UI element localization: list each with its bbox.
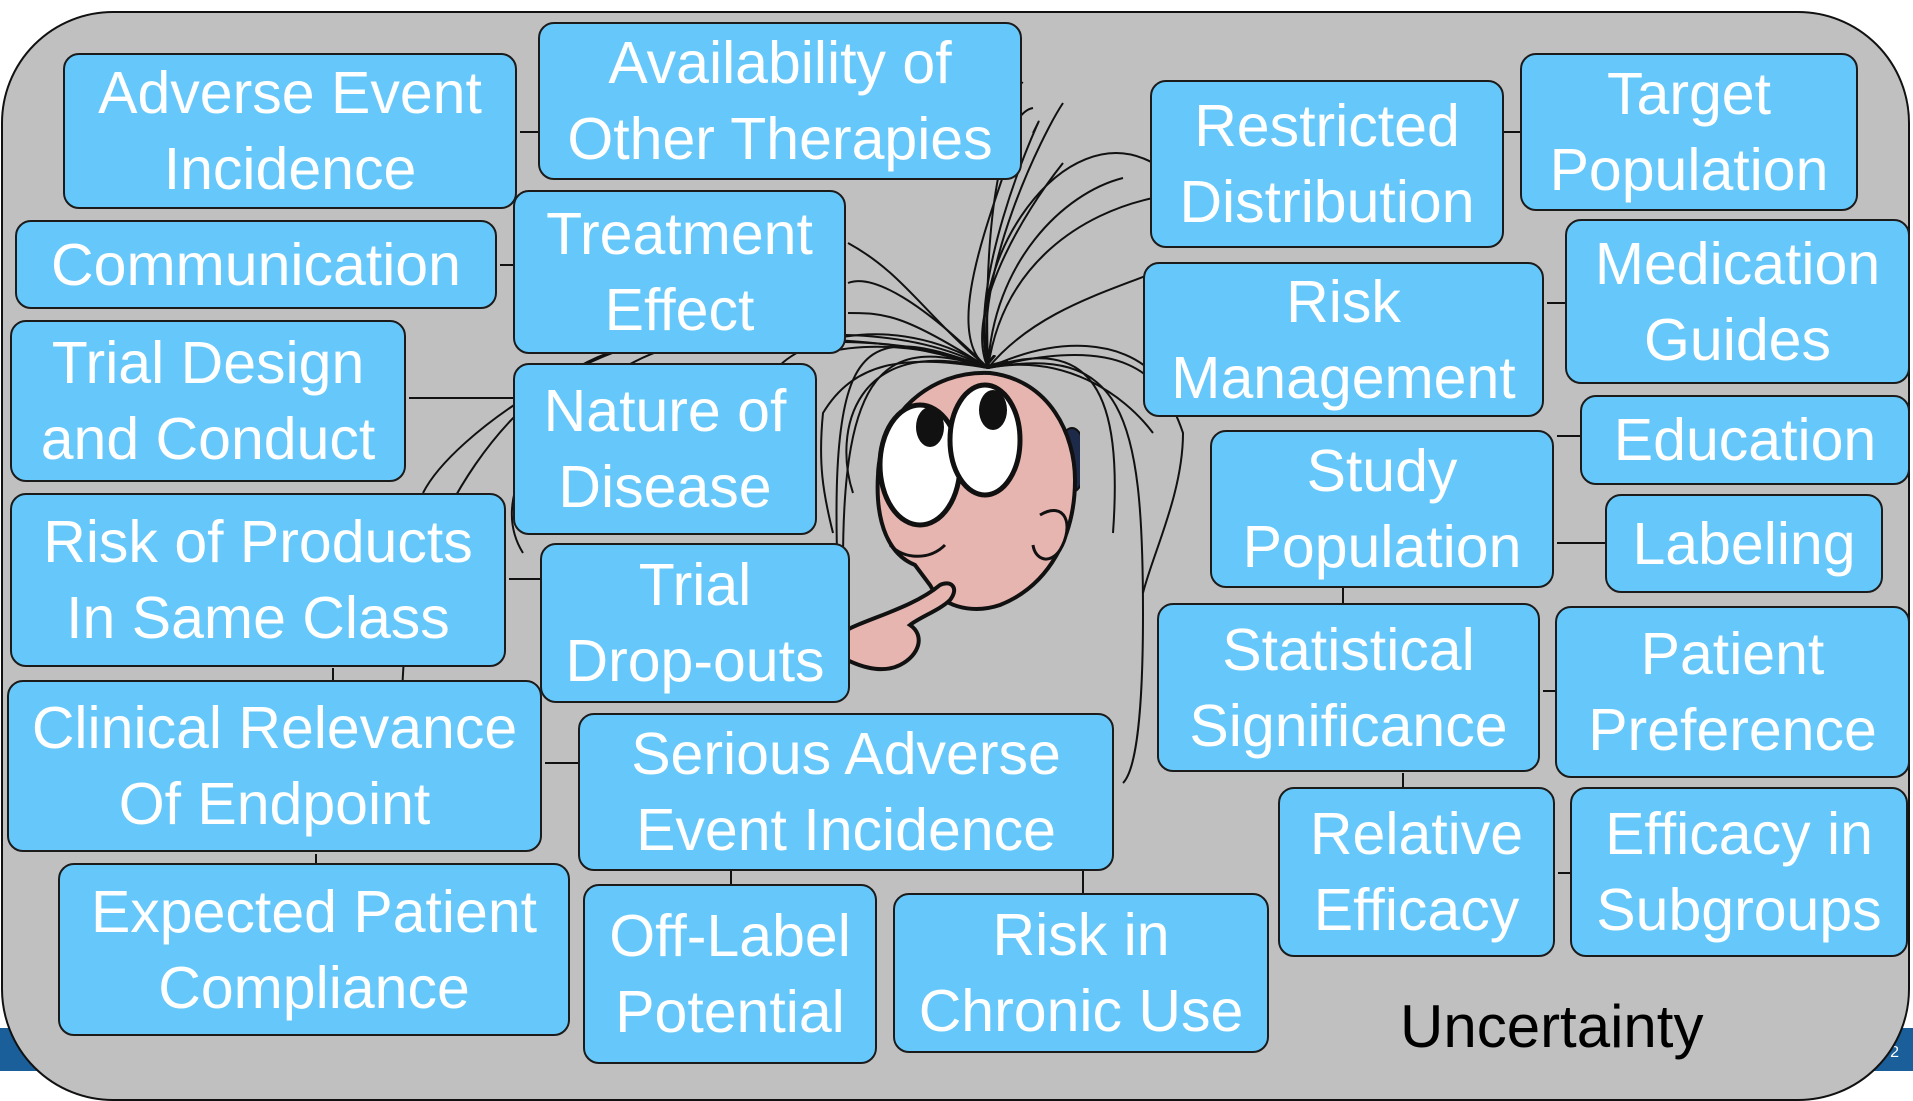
page-number: 2 [1890,1044,1899,1061]
node-availability-other-therapies[interactable]: Availability of Other Therapies [538,22,1022,180]
node-relative-efficacy[interactable]: Relative Efficacy [1278,787,1555,957]
node-patient-preference[interactable]: Patient Preference [1555,606,1910,778]
node-nature-of-disease[interactable]: Nature of Disease [513,363,817,535]
node-target-population[interactable]: Target Population [1520,53,1858,211]
node-medication-guides[interactable]: Medication Guides [1565,219,1910,384]
node-study-population[interactable]: Study Population [1210,430,1554,588]
node-risk-management[interactable]: Risk Management [1143,262,1544,417]
node-restricted-distribution[interactable]: Restricted Distribution [1150,80,1504,248]
node-trial-dropouts[interactable]: Trial Drop-outs [540,543,850,703]
node-risk-products-same-class[interactable]: Risk of Products In Same Class [10,493,506,667]
node-trial-design-conduct[interactable]: Trial Design and Conduct [10,320,406,482]
node-serious-adverse-event-incidence[interactable]: Serious Adverse Event Incidence [578,713,1114,871]
node-labeling[interactable]: Labeling [1605,494,1883,593]
node-adverse-event-incidence[interactable]: Adverse Event Incidence [63,53,517,209]
uncertainty-caption: Uncertainty [1400,993,1704,1060]
node-treatment-effect[interactable]: Treatment Effect [513,190,846,354]
node-education[interactable]: Education [1580,395,1910,485]
node-off-label-potential[interactable]: Off-Label Potential [583,884,877,1064]
node-clinical-relevance-endpoint[interactable]: Clinical Relevance Of Endpoint [7,680,542,852]
thinking-man-illustration [850,355,1080,672]
node-statistical-significance[interactable]: Statistical Significance [1157,603,1540,772]
node-risk-in-chronic-use[interactable]: Risk in Chronic Use [893,893,1269,1053]
node-efficacy-in-subgroups[interactable]: Efficacy in Subgroups [1570,787,1908,957]
node-expected-patient-compliance[interactable]: Expected Patient Compliance [58,863,570,1036]
node-communication[interactable]: Communication [15,220,497,309]
